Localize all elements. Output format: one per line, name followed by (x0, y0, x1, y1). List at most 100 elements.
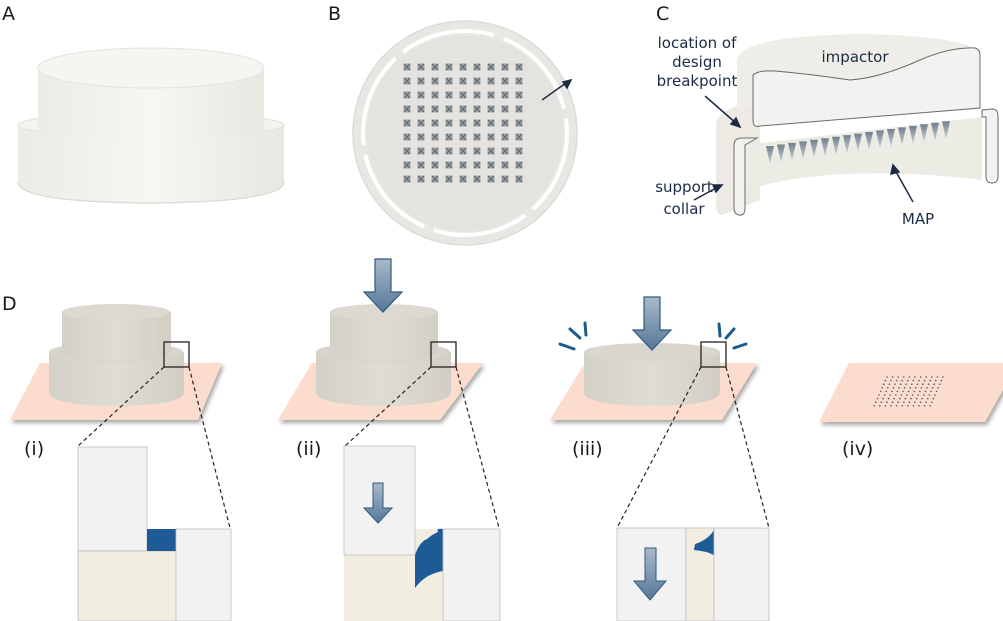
microneedle-mark (931, 376, 933, 378)
impact-burst-lines (558, 321, 748, 351)
microneedle (403, 133, 411, 141)
microneedle-mark (923, 379, 926, 382)
microneedle (403, 175, 411, 183)
step-ii: (ii) (278, 258, 501, 621)
microneedle-mark (907, 390, 910, 393)
microneedle-mark (940, 379, 943, 382)
microneedle (459, 133, 467, 141)
microneedle (403, 77, 411, 85)
microneedle (777, 144, 785, 163)
microneedle (431, 105, 439, 113)
microneedle (854, 133, 862, 152)
microneedle (403, 147, 411, 155)
step-label-ii: (ii) (296, 438, 321, 460)
microneedle (487, 105, 495, 113)
microneedle (445, 105, 453, 113)
microneedle (865, 132, 873, 151)
microneedle (832, 136, 840, 155)
microneedle-mark (919, 390, 921, 393)
map-on-skin (873, 376, 944, 407)
microneedle (431, 91, 439, 99)
microneedle-mark (895, 394, 897, 396)
microneedle-mark (912, 379, 915, 382)
microneedle (403, 105, 411, 113)
microneedle-mark (933, 383, 935, 386)
microneedle-mark (935, 390, 938, 393)
microneedle (417, 175, 425, 183)
microneedle (431, 147, 439, 155)
microneedle (501, 133, 509, 141)
step-i: (i) (10, 304, 232, 621)
step-label-i: (i) (24, 438, 44, 460)
microneedle-mark (894, 383, 896, 386)
microneedle (931, 122, 939, 141)
panel-label-d: D (2, 293, 17, 315)
microneedle (487, 119, 495, 127)
microneedle-mark (891, 376, 894, 378)
force-arrow-icon (631, 296, 673, 351)
microneedle-mark (880, 401, 883, 404)
microneedle-mark (899, 397, 901, 400)
microneedle-mark (897, 401, 899, 404)
step-iii: (iii) (550, 296, 770, 621)
breakpoint-fractured (694, 530, 714, 555)
microneedle-mark (931, 387, 934, 389)
microneedle (487, 161, 495, 169)
microneedle-mark (915, 387, 917, 389)
microneedle (487, 147, 495, 155)
microneedle-mark (925, 401, 927, 404)
microneedle (417, 105, 425, 113)
microneedle-mark (873, 405, 875, 407)
microneedle (403, 119, 411, 127)
microneedle-mark (897, 376, 899, 378)
annotation-arrows (541, 78, 914, 203)
pointer-arrow-breakpoint (704, 95, 738, 125)
microneedle-mark (883, 383, 885, 386)
microneedle (515, 175, 523, 183)
microneedle-mark (934, 394, 936, 396)
microneedle (898, 127, 906, 146)
microneedle-mark (911, 394, 914, 396)
pointer-arrow-map (894, 169, 914, 203)
microneedle-mark (907, 379, 909, 382)
microneedle-mark (890, 405, 892, 407)
microneedle-mark (903, 376, 905, 378)
microneedle-mark (906, 394, 908, 396)
microneedle (417, 77, 425, 85)
microneedle-mark (896, 390, 899, 393)
microneedle (788, 142, 796, 161)
microneedle-mark (881, 387, 883, 389)
microneedle-mark (937, 387, 939, 389)
microneedle (431, 119, 439, 127)
microneedle (799, 141, 807, 160)
microneedle (459, 147, 467, 155)
microneedle-mark (925, 376, 927, 378)
microneedle (431, 133, 439, 141)
map-top-view (352, 20, 578, 246)
microneedle-mark (884, 405, 887, 407)
microneedle-mark (887, 397, 890, 400)
microneedle-mark (907, 405, 909, 407)
microneedle-mark (917, 394, 919, 396)
microneedle (501, 175, 509, 183)
microneedle-mark (886, 376, 888, 378)
microneedle-mark (903, 401, 905, 404)
microneedle (515, 133, 523, 141)
microneedle-mark (926, 387, 928, 389)
microneedle (487, 91, 495, 99)
microneedle-mark (927, 383, 930, 386)
microneedle (942, 121, 950, 140)
step-iv: (iv) (819, 363, 1003, 460)
step-label-iii: (iii) (572, 438, 603, 460)
microneedle-mark (918, 379, 920, 382)
microneedle (459, 175, 467, 183)
microneedle (473, 77, 481, 85)
microneedle-mark (884, 379, 887, 382)
annotation-breakpoint-line-1: location of (658, 34, 737, 52)
microneedle (821, 138, 829, 157)
microneedle-mark (901, 405, 903, 407)
microneedle-mark (916, 383, 919, 386)
microneedle (515, 161, 523, 169)
microneedle-mark (885, 390, 887, 393)
microneedle (501, 161, 509, 169)
